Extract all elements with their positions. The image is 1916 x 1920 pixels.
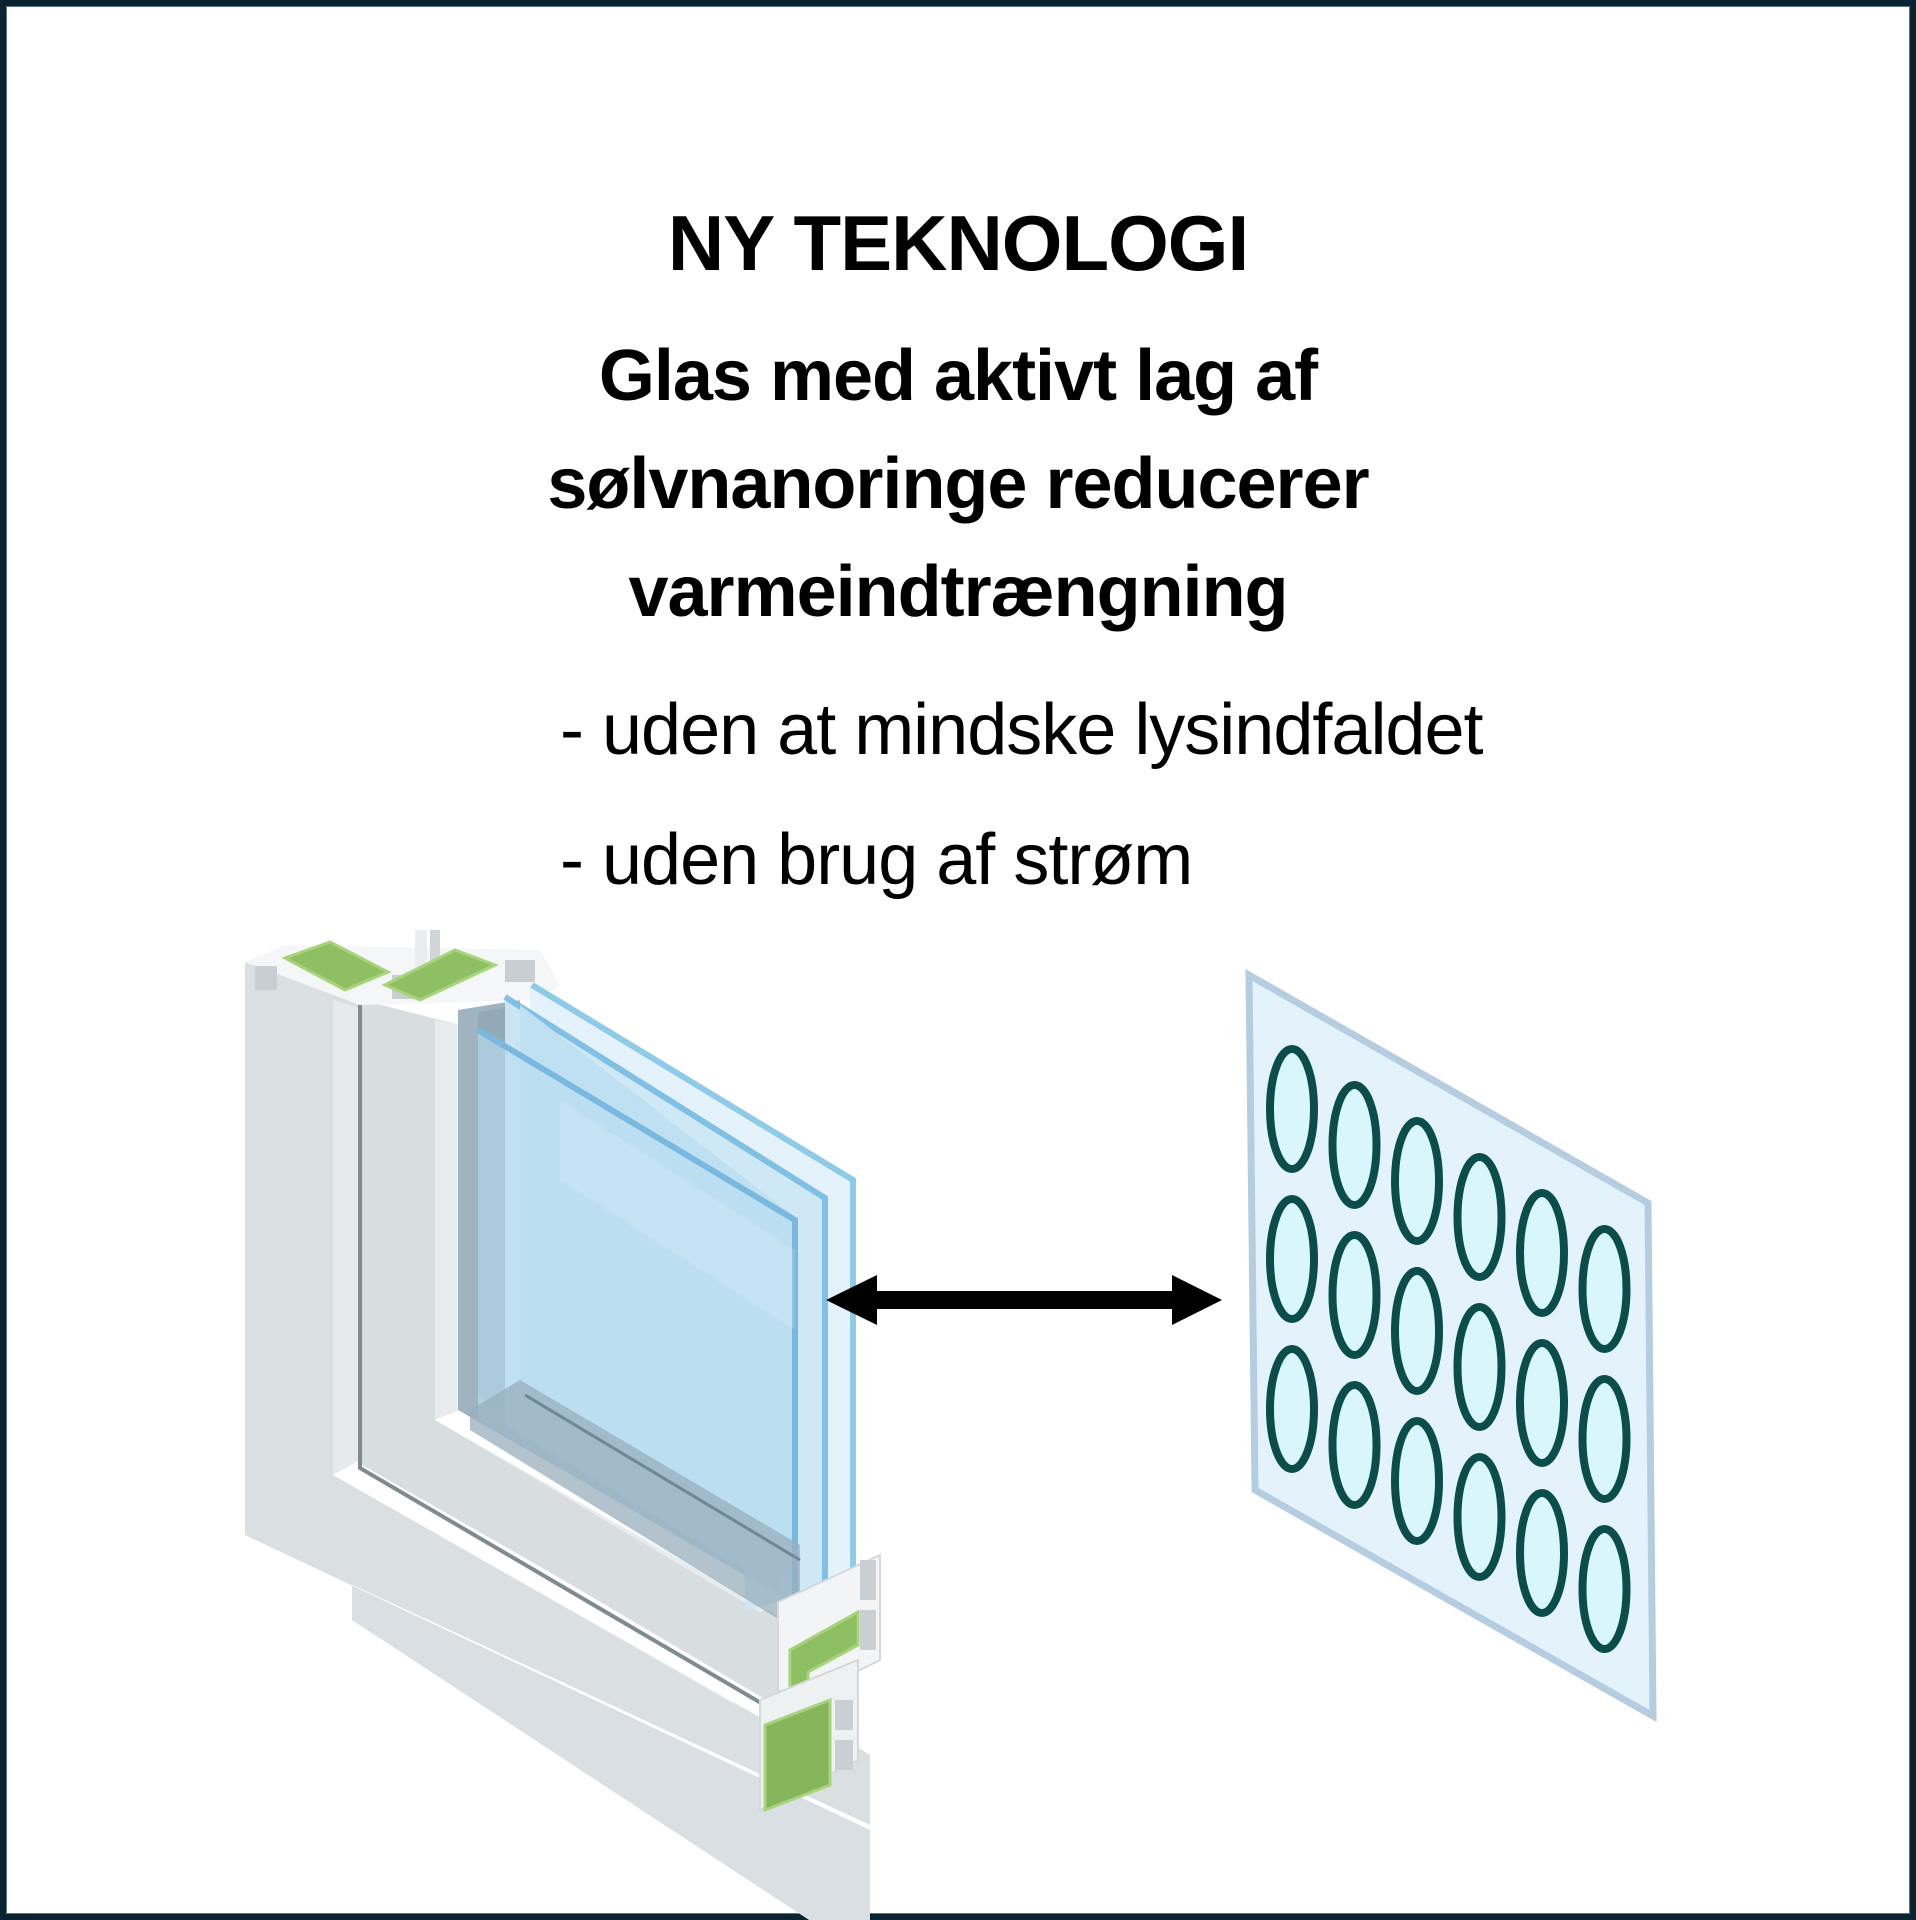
silver-nanoring-grid bbox=[1266, 1045, 1631, 1653]
subtitle-line: varmeindtrængning bbox=[628, 552, 1288, 632]
nanoring-icon bbox=[1328, 1081, 1381, 1209]
nanoring-icon bbox=[1391, 1267, 1443, 1395]
title: NY TEKNOLOGI bbox=[667, 199, 1249, 287]
frame-groove bbox=[358, 1005, 792, 1722]
double-arrow-icon bbox=[826, 1275, 1222, 1325]
nanoring-icon bbox=[1516, 1339, 1568, 1467]
nanoring-icon bbox=[1453, 1153, 1506, 1281]
subtitle: Glas med aktivt lag af sølvnanoringe red… bbox=[0, 322, 1916, 646]
nanoring-icon bbox=[1266, 1045, 1318, 1173]
benefit-item: - uden at mindske lysindfaldet bbox=[560, 690, 1484, 770]
glass-pane-inner-edge bbox=[476, 1027, 798, 1600]
bottom-chamber bbox=[860, 1610, 876, 1650]
window-frame-illustration bbox=[245, 930, 881, 1920]
subtitle-line: sølvnanoringe reducerer bbox=[547, 444, 1369, 524]
glass-pane-middle-edge bbox=[503, 994, 828, 1590]
glass-pane-outer-edge bbox=[530, 982, 856, 1605]
nanoring-icon bbox=[1266, 1195, 1318, 1323]
sash-post bbox=[430, 930, 440, 985]
nanoring-icon bbox=[1516, 1189, 1568, 1317]
nanoring-icon bbox=[1578, 1375, 1631, 1503]
nanoring-icon bbox=[1578, 1225, 1631, 1353]
profile-chamber bbox=[255, 966, 277, 990]
nanoring-panel bbox=[1245, 968, 1657, 1723]
nanoring-icon bbox=[1453, 1453, 1506, 1581]
insulation-bottom-lower bbox=[763, 1697, 832, 1813]
nanoring-icon bbox=[1391, 1117, 1443, 1245]
subtitle-line: Glas med aktivt lag af bbox=[598, 336, 1318, 416]
nanoring-icon bbox=[1391, 1417, 1443, 1545]
glass-spacer bbox=[470, 1380, 800, 1620]
nanoring-icon bbox=[1453, 1303, 1506, 1431]
insulation-top-left bbox=[281, 940, 392, 992]
bottom-chamber bbox=[860, 1560, 876, 1600]
nanoring-icon bbox=[1328, 1381, 1381, 1509]
profile-chamber bbox=[505, 960, 535, 982]
bottom-chamber bbox=[835, 1740, 853, 1770]
bottom-chamber bbox=[835, 1700, 853, 1730]
nanoring-icon bbox=[1578, 1525, 1631, 1653]
nanoring-icon bbox=[1516, 1489, 1568, 1617]
nanoring-icon bbox=[1266, 1345, 1318, 1473]
frame-bevel bbox=[333, 1460, 800, 1740]
nanoring-icon bbox=[1328, 1231, 1381, 1359]
benefit-item: - uden brug af strøm bbox=[560, 820, 1193, 900]
spacer-line bbox=[524, 1393, 801, 1562]
benefit-list: - uden at mindske lysindfaldet - uden br… bbox=[560, 680, 1484, 940]
glass-sheen bbox=[560, 1100, 795, 1330]
insulation-top-right bbox=[381, 948, 499, 1002]
